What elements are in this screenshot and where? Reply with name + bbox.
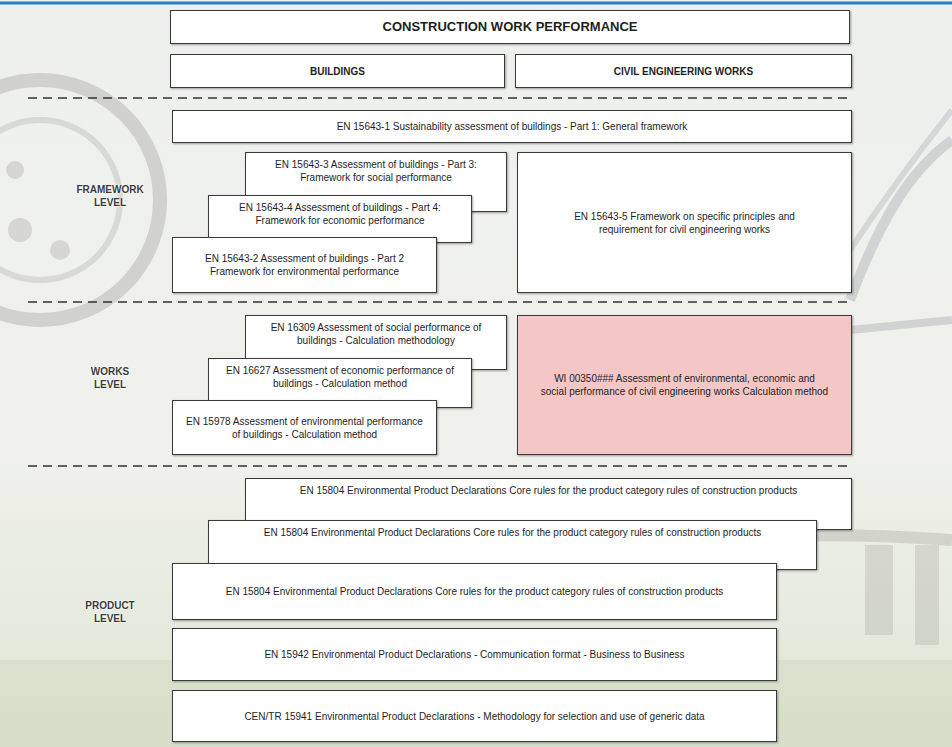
top-stripe <box>0 2 952 5</box>
level-label: PRODUCT LEVEL <box>75 600 145 625</box>
level-divider <box>28 97 852 99</box>
standard-title: WI 00350### Assessment of environmental,… <box>540 372 829 398</box>
standard-box: EN 15643-4 Assessment of buildings - Par… <box>208 195 472 243</box>
standard-box: EN 15978 Assessment of environmental per… <box>172 400 437 455</box>
standard-title: EN 16309 Assessment of social performanc… <box>254 321 498 347</box>
column-header: CIVIL ENGINEERING WORKS <box>515 54 852 88</box>
heading-text: BUILDINGS <box>310 65 365 78</box>
standard-box: EN 15942 Environmental Product Declarati… <box>172 628 777 681</box>
standard-title: EN 15804 Environmental Product Declarati… <box>264 526 761 539</box>
highlight-box: WI 00350### Assessment of environmental,… <box>517 315 852 455</box>
standard-title: EN 15643-1 Sustainability assessment of … <box>337 120 688 133</box>
standard-title: EN 15804 Environmental Product Declarati… <box>226 585 723 598</box>
level-divider <box>28 465 852 467</box>
standard-title: EN 15942 Environmental Product Declarati… <box>264 648 684 661</box>
level-divider <box>28 301 852 303</box>
standard-box: EN 15804 Environmental Product Declarati… <box>172 563 777 620</box>
header-box: CONSTRUCTION WORK PERFORMANCE <box>170 10 850 44</box>
highway-picture <box>850 110 952 330</box>
standard-title: EN 15643-4 Assessment of buildings - Par… <box>217 201 463 227</box>
standard-box: EN 15643-5 Framework on specific princip… <box>517 152 852 293</box>
standard-title: EN 15643-2 Assessment of buildings - Par… <box>181 252 428 278</box>
column-header: BUILDINGS <box>170 54 505 88</box>
standard-title: EN 15643-5 Framework on specific princip… <box>548 210 821 236</box>
standard-box: EN 15643-2 Assessment of buildings - Par… <box>172 237 437 293</box>
standard-title: EN 15643-3 Assessment of buildings - Par… <box>254 158 498 184</box>
standard-box: CEN/TR 15941 Environmental Product Decla… <box>172 690 777 742</box>
level-dividers <box>28 98 852 466</box>
standard-title: EN 15978 Assessment of environmental per… <box>181 415 428 441</box>
level-label: FRAMEWORK LEVEL <box>75 184 145 209</box>
standard-title: EN 16627 Assessment of economic performa… <box>217 364 463 390</box>
standard-title: CEN/TR 15941 Environmental Product Decla… <box>244 710 704 723</box>
standard-box: EN 15643-1 Sustainability assessment of … <box>172 110 852 143</box>
heading-text: CIVIL ENGINEERING WORKS <box>614 65 753 78</box>
heading-text: CONSTRUCTION WORK PERFORMANCE <box>383 19 638 36</box>
tunnel-machine <box>0 80 160 320</box>
level-label: WORKS LEVEL <box>75 366 145 391</box>
standard-title: EN 15804 Environmental Product Declarati… <box>300 484 797 497</box>
